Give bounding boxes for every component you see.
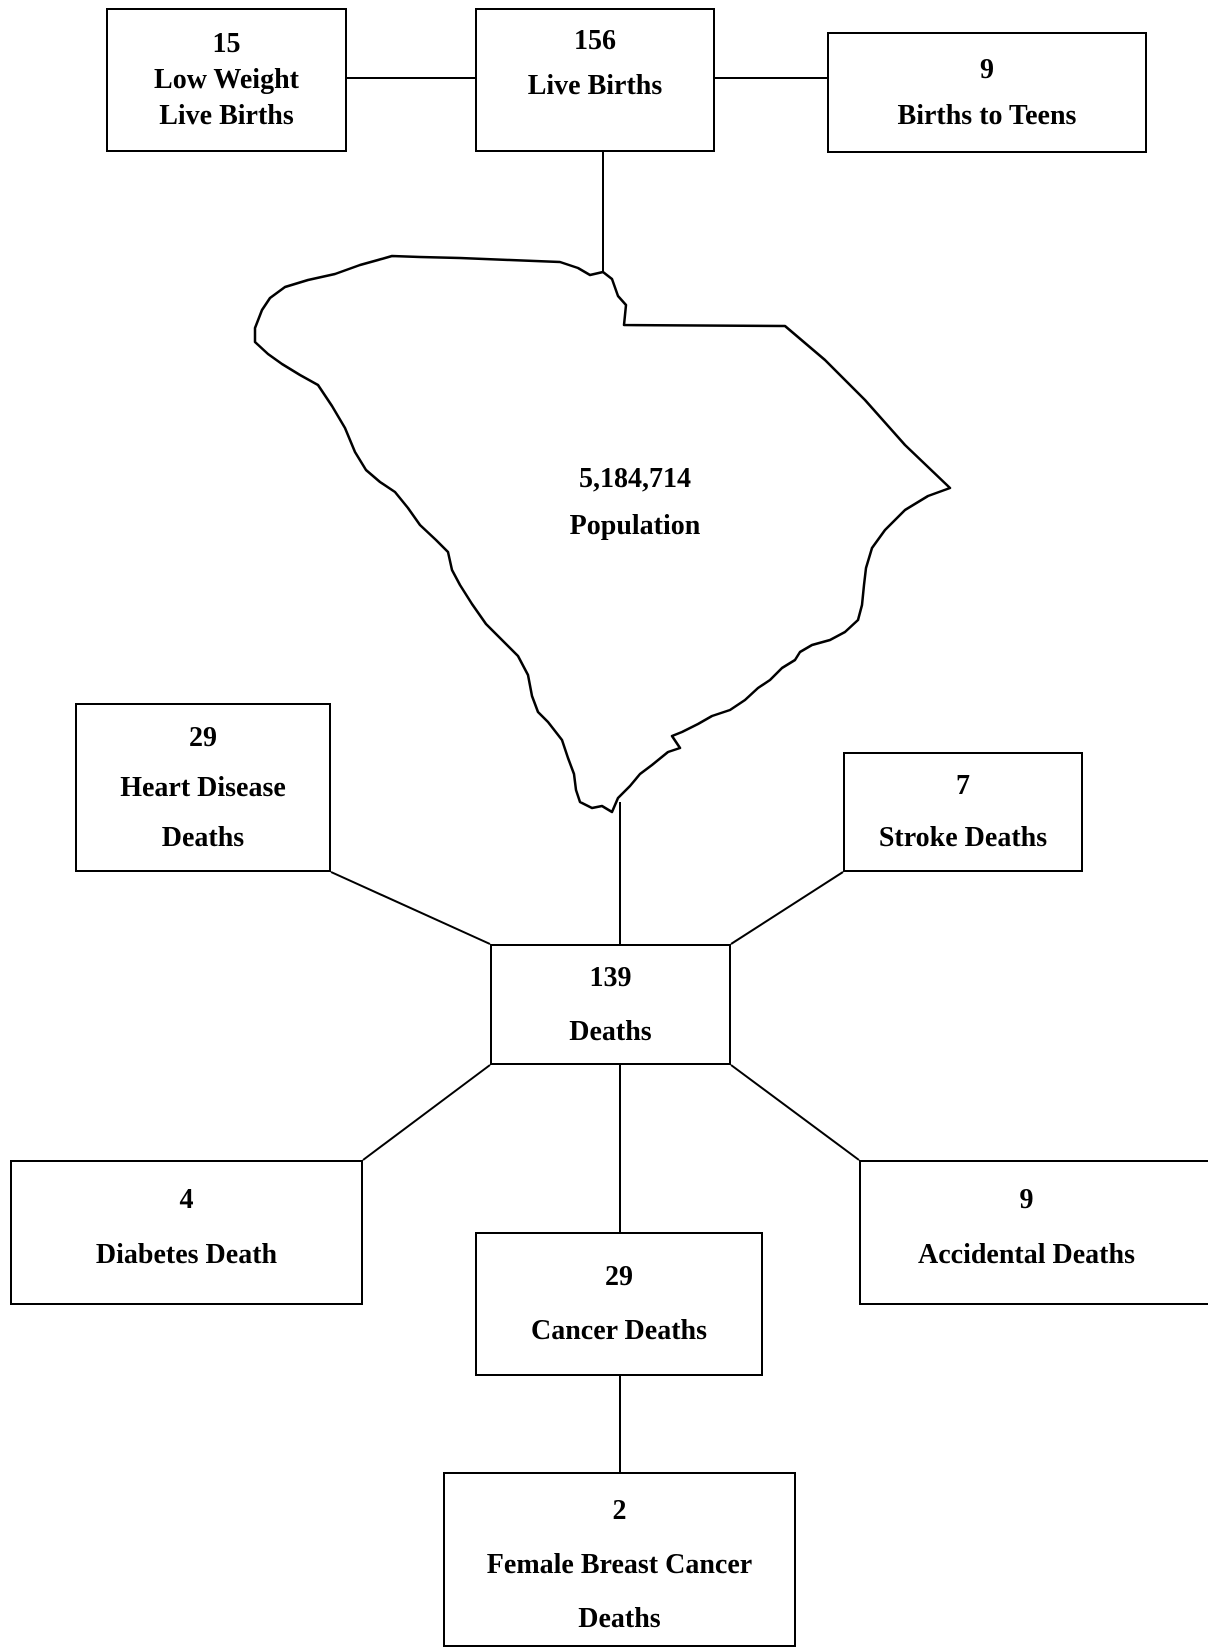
female-breast-cancer-deaths-line1: Female Breast Cancer <box>486 1549 753 1580</box>
connector-diabetes-deaths <box>362 1064 491 1161</box>
heart-disease-deaths-line1: Heart Disease <box>120 771 286 803</box>
stroke-deaths-label: Stroke Deaths <box>878 822 1048 853</box>
heart-disease-deaths-box: 29 Heart Disease Deaths <box>75 703 331 872</box>
cancer-deaths-value: 29 <box>605 1261 633 1292</box>
diabetes-deaths-label: Diabetes Death <box>95 1239 278 1270</box>
cancer-deaths-label: Cancer Deaths <box>530 1315 707 1346</box>
accidental-deaths-box: 9 Accidental Deaths <box>859 1160 1208 1305</box>
low-weight-births-box: 15 Low Weight Live Births <box>106 8 347 152</box>
live-births-box: 156 Live Births <box>475 8 715 152</box>
diabetes-deaths-box: 4 Diabetes Death <box>10 1160 363 1305</box>
female-breast-cancer-deaths-value: 2 <box>612 1495 627 1526</box>
heart-disease-deaths-line2: Deaths <box>161 821 245 853</box>
low-weight-births-line2: Live Births <box>159 100 294 131</box>
low-weight-births-line1: Low Weight <box>154 64 299 95</box>
live-births-value: 156 <box>574 25 616 56</box>
accidental-deaths-value: 9 <box>1019 1184 1034 1215</box>
deaths-label: Deaths <box>569 1015 652 1047</box>
births-to-teens-value: 9 <box>980 53 994 85</box>
births-to-teens-label: Births to Teens <box>897 99 1077 131</box>
deaths-box: 139 Deaths <box>490 944 731 1065</box>
connector-stroke-deaths <box>730 871 844 945</box>
stroke-deaths-box: 7 Stroke Deaths <box>843 752 1083 872</box>
population-value: 5,184,714 <box>579 463 691 494</box>
heart-disease-deaths-value: 29 <box>189 721 217 753</box>
low-weight-births-value: 15 <box>212 28 241 59</box>
stroke-deaths-value: 7 <box>956 770 970 801</box>
live-births-label: Live Births <box>527 70 663 101</box>
deaths-value: 139 <box>589 961 632 993</box>
diabetes-deaths-value: 4 <box>179 1184 194 1215</box>
connector-accidental-deaths <box>730 1064 860 1161</box>
births-to-teens-box: 9 Births to Teens <box>827 32 1147 153</box>
cancer-deaths-box: 29 Cancer Deaths <box>475 1232 763 1376</box>
accidental-deaths-label: Accidental Deaths <box>918 1239 1135 1270</box>
female-breast-cancer-deaths-line2: Deaths <box>578 1603 661 1634</box>
population-text: Population <box>569 510 701 541</box>
population-label: 5,184,714 Population <box>520 459 750 553</box>
state-map-outline <box>253 254 952 814</box>
female-breast-cancer-deaths-box: 2 Female Breast Cancer Deaths <box>443 1472 796 1647</box>
connector-heart-deaths <box>330 871 491 945</box>
